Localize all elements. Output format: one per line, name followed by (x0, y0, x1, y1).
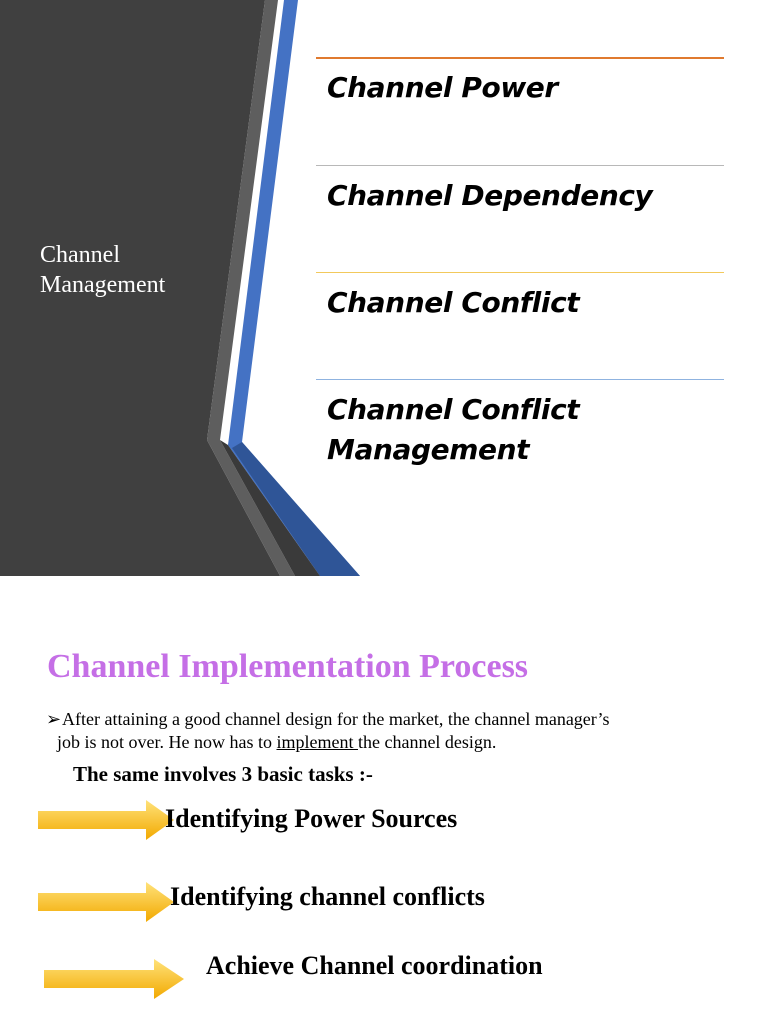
grey-stripe (207, 0, 295, 576)
agenda-item-channel-dependency: Channel Dependency (327, 179, 653, 212)
slide-decoration (0, 0, 360, 576)
agenda-item-line2: Management (327, 433, 530, 466)
blue-stripe (228, 0, 360, 576)
intro-paragraph: ➢After attaining a good channel design f… (46, 708, 746, 754)
arrow-right-icon (44, 959, 184, 999)
dark-panel (0, 0, 280, 576)
arrow-right-icon (38, 800, 174, 840)
grey-lower-wedge (220, 440, 320, 576)
task-identifying-channel-conflicts: Identifying channel conflicts (170, 882, 485, 911)
section-title-line1: Channel (40, 242, 120, 268)
slide-channel-management: Channel Management Channel Power Channel… (0, 0, 727, 576)
implement-underlined: implement (276, 732, 358, 752)
agenda-item-line1: Channel Conflict (327, 393, 580, 426)
arrow-right-icon (38, 882, 174, 922)
agenda-divider-3 (316, 272, 724, 273)
paragraph-line2: job is not over. He now has to implement… (46, 731, 746, 754)
slide-title: Channel Implementation Process (47, 648, 529, 685)
agenda-item-channel-conflict: Channel Conflict (327, 286, 580, 319)
paragraph-text-line1: After attaining a good channel design fo… (62, 709, 610, 729)
agenda-item-channel-power: Channel Power (327, 71, 558, 104)
paragraph-text-before: job is not over. He now has to (57, 732, 277, 752)
slide-channel-implementation: Channel Implementation Process ➢After at… (0, 626, 768, 1024)
task-identifying-power-sources: Identifying Power Sources (165, 804, 458, 833)
paragraph-line1: ➢After attaining a good channel design f… (46, 708, 746, 731)
agenda-divider-2 (316, 165, 724, 166)
tasks-subtitle: The same involves 3 basic tasks :- (73, 762, 373, 786)
agenda-item-channel-conflict-management: Channel Conflict Management (327, 390, 727, 470)
section-title-line2: Management (40, 272, 166, 298)
section-title: Channel Management (40, 240, 210, 300)
task-achieve-channel-coordination: Achieve Channel coordination (206, 951, 543, 980)
paragraph-text-after: the channel design. (357, 732, 497, 752)
agenda-divider-1 (316, 57, 724, 59)
agenda-divider-4 (316, 379, 724, 380)
arrow-bullet-icon: ➢ (46, 709, 62, 729)
dark-blue-wedge (232, 442, 360, 576)
